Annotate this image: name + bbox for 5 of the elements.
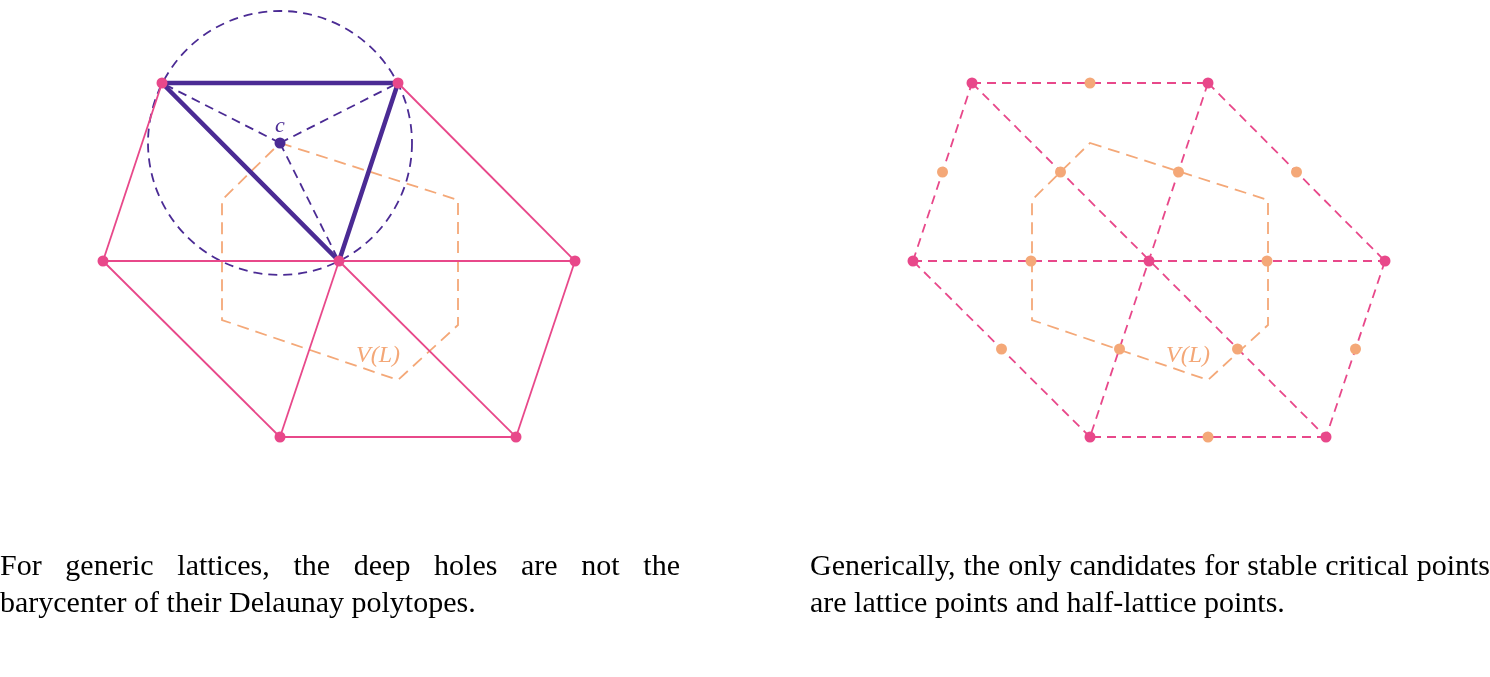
region-label: V(L): [1166, 342, 1210, 366]
caption-text: For generic lattices, the deep holes are not the barycenter of their Delaunay polytopes.: [0, 547, 680, 620]
caption-text: Generically, the only candidates for stable critical points are lattice points and half-lattice points.: [810, 547, 1490, 620]
region-label: V(L): [356, 342, 400, 366]
point-label: c: [275, 114, 285, 136]
